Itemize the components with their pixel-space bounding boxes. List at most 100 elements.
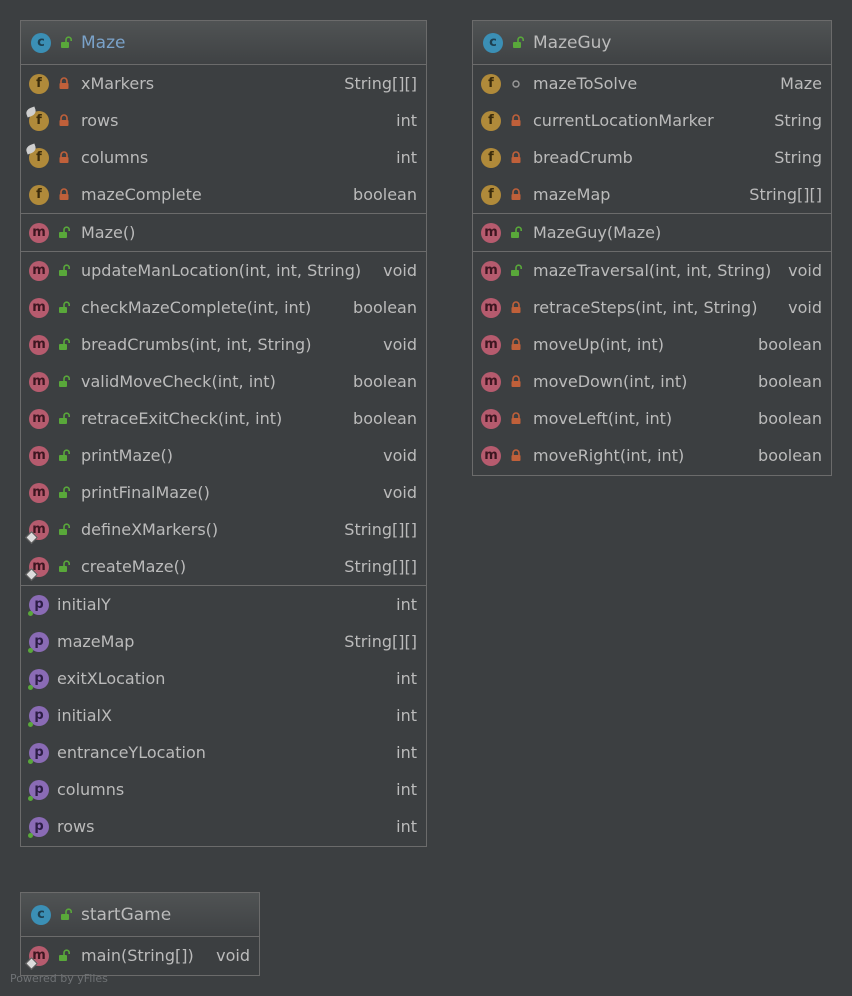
member-type: void — [383, 483, 417, 502]
class-icon: c — [483, 32, 503, 53]
field-icon: f — [24, 106, 49, 131]
private-visibility-icon — [57, 77, 71, 91]
method-icon: m — [25, 945, 49, 970]
member-type: int — [396, 743, 417, 762]
member-type: int — [396, 817, 417, 836]
method-row[interactable]: m printFinalMaze() void — [21, 474, 426, 511]
method-icon: m — [481, 371, 501, 392]
field-row[interactable]: f columns int — [21, 139, 426, 176]
member-name: columns — [81, 148, 149, 167]
property-icon: p — [28, 779, 49, 801]
member-type: boolean — [758, 409, 822, 428]
member-name: rows — [57, 817, 95, 836]
member-type: int — [396, 595, 417, 614]
property-icon: p — [28, 816, 49, 838]
member-type: boolean — [353, 372, 417, 391]
member-type: String[][] — [344, 632, 417, 651]
public-visibility-icon — [57, 523, 71, 537]
member-type: String — [774, 111, 822, 130]
public-visibility-icon — [57, 301, 71, 315]
member-name: defineXMarkers() — [81, 520, 219, 539]
field-row[interactable]: f rows int — [21, 102, 426, 139]
member-name: currentLocationMarker — [533, 111, 714, 130]
private-visibility-icon — [509, 114, 523, 128]
class-name: Maze — [81, 32, 126, 53]
member-name: printMaze() — [81, 446, 173, 465]
method-icon: m — [25, 556, 49, 581]
member-name: rows — [81, 111, 119, 130]
private-visibility-icon — [509, 375, 523, 389]
private-visibility-icon — [57, 114, 71, 128]
method-icon: m — [481, 445, 501, 466]
member-type: boolean — [758, 335, 822, 354]
member-type: void — [383, 335, 417, 354]
member-name: xMarkers — [81, 74, 155, 93]
property-icon: p — [28, 742, 49, 764]
private-visibility-icon — [509, 151, 523, 165]
method-icon: m — [481, 334, 501, 355]
method-icon: m — [29, 482, 49, 503]
member-type: int — [396, 148, 417, 167]
member-type: boolean — [353, 409, 417, 428]
member-name: retraceSteps(int, int, String) — [533, 298, 758, 317]
member-type: void — [216, 946, 250, 965]
member-name: MazeGuy(Maze) — [533, 223, 662, 242]
method-icon: m — [29, 297, 49, 318]
method-icon: m — [29, 334, 49, 355]
field-icon: f — [29, 184, 49, 205]
field-row[interactable]: f currentLocationMarker String — [473, 102, 831, 139]
class-name: startGame — [81, 904, 172, 925]
field-icon: f — [481, 110, 501, 131]
public-visibility-icon — [57, 226, 71, 240]
public-visibility-icon — [57, 949, 71, 963]
field-icon: f — [481, 184, 501, 205]
accessor-dot-icon — [28, 758, 33, 764]
private-visibility-icon — [509, 412, 523, 426]
member-name: Maze() — [81, 223, 136, 242]
member-type: void — [788, 261, 822, 280]
member-name: printFinalMaze() — [81, 483, 210, 502]
member-type: int — [396, 111, 417, 130]
field-icon: f — [24, 143, 49, 168]
field-icon: f — [481, 147, 501, 168]
